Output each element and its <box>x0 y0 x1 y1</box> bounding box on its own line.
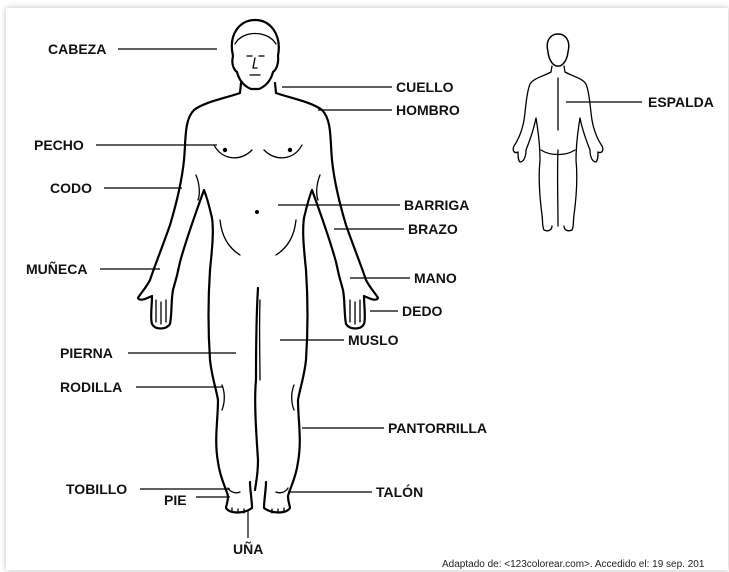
label-mano: MANO <box>414 270 457 286</box>
back-body-outline-left <box>513 66 552 231</box>
label-codo: CODO <box>50 180 92 196</box>
back-head-outline <box>547 34 569 66</box>
leader-lines <box>96 49 642 538</box>
source-credit: Adaptado de: <123colorear.com>. Accedido… <box>442 559 705 570</box>
label-hombro: HOMBRO <box>396 102 460 118</box>
label-dedo: DEDO <box>402 303 443 319</box>
label-rodilla: RODILLA <box>60 379 122 395</box>
label-muslo: MUSLO <box>348 332 399 348</box>
label-pantorrilla: PANTORRILLA <box>388 420 487 436</box>
head-outline <box>232 20 279 89</box>
label-pie: PIE <box>164 492 187 508</box>
label-una: UÑA <box>233 540 263 557</box>
back-body-outline-right <box>564 66 603 231</box>
label-barriga: BARRIGA <box>404 197 469 213</box>
back-body-figure <box>513 34 603 231</box>
label-cabeza: CABEZA <box>48 41 106 57</box>
body-outline-left <box>138 83 252 513</box>
label-pierna: PIERNA <box>60 345 113 361</box>
label-muneca: MUÑECA <box>26 260 87 277</box>
label-cuello: CUELLO <box>396 79 454 95</box>
label-tobillo: TOBILLO <box>66 481 127 497</box>
label-talon: TALÓN <box>376 483 423 500</box>
label-espalda: ESPALDA <box>648 94 714 110</box>
body-outline-right <box>264 83 378 513</box>
front-body-figure <box>138 20 378 513</box>
label-pecho: PECHO <box>34 137 84 153</box>
label-brazo: BRAZO <box>408 221 458 237</box>
